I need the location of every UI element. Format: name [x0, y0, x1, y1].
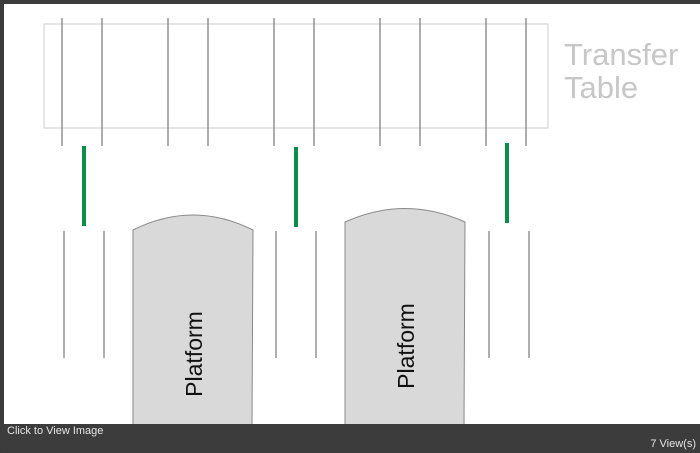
view-count: 7 View(s): [650, 438, 696, 450]
view-count-number: 7: [650, 438, 657, 450]
platform-2-shape: [344, 208, 466, 424]
platform-1-shape: [132, 214, 254, 424]
platform-1-label: Platform: [181, 311, 207, 397]
view-count-suffix: View(s): [656, 438, 696, 450]
transfer-table-outline: [43, 23, 549, 129]
click-to-view-link[interactable]: Click to View Image: [7, 425, 104, 437]
signals: [82, 143, 509, 227]
image-footer-bar: Click to View Image 7 View(s): [2, 424, 700, 453]
track-diagram: Platform Platform: [43, 18, 549, 424]
platform-2-label: Platform: [393, 303, 419, 389]
track-diagram-canvas[interactable]: Platform Platform Transfer Table: [4, 4, 700, 424]
lower-rails: [63, 231, 530, 358]
transfer-table-label: Transfer Table: [564, 37, 679, 105]
upper-rails: [61, 18, 527, 146]
